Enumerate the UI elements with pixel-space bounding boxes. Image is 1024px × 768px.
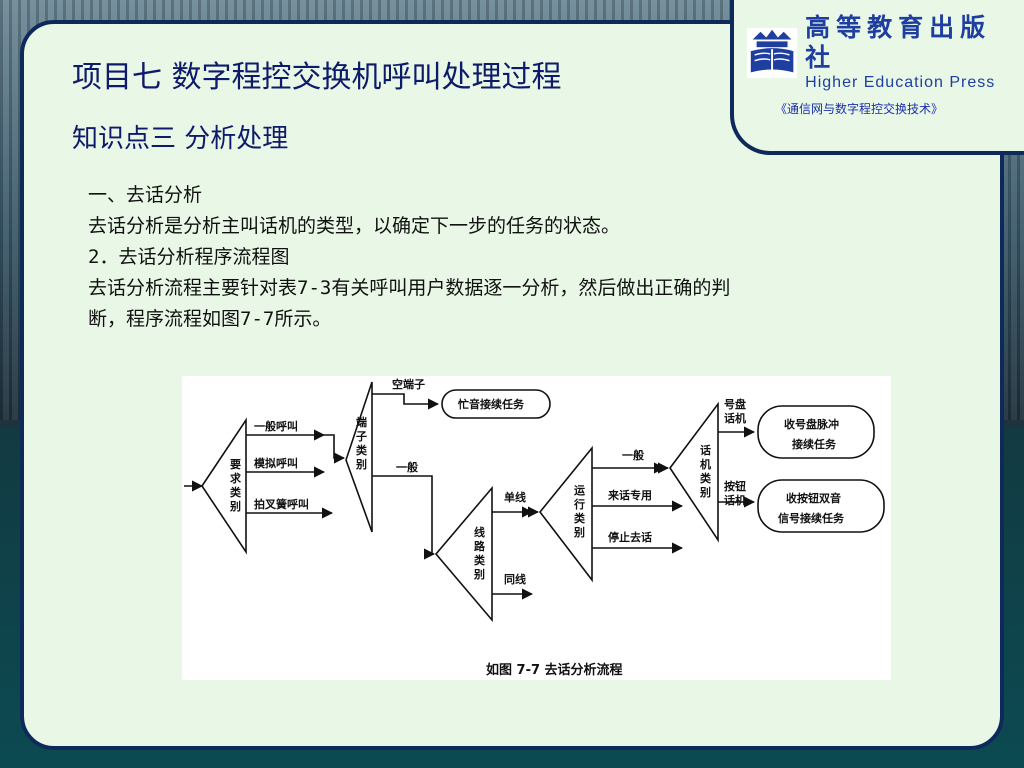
arrow-to-port-type xyxy=(324,434,346,464)
label-simulated-call: 模拟呼叫 xyxy=(254,456,298,470)
book-reference: 《通信网与数字程控交换技术》 xyxy=(775,102,944,116)
label-incoming-call: 来话专用 xyxy=(607,488,652,502)
publisher-name-cn: 高等教育出版社 xyxy=(805,13,992,72)
node-line-type-2: 路 xyxy=(474,539,486,553)
node-phone-type-4: 别 xyxy=(699,485,711,499)
label-stop-outgoing: 停止去话 xyxy=(608,530,652,544)
body-line: 去话分析是分析主叫话机的类型，以确定下一步的任务的状态。 xyxy=(88,215,621,237)
decision-phone-type xyxy=(669,401,719,543)
publisher-emblem-icon xyxy=(746,27,798,79)
publisher-logo: 高等教育出版社 Higher Education Press xyxy=(745,13,1015,91)
figure-caption: 如图 7-7 去话分析流程 xyxy=(486,662,623,678)
task-dial-pulse xyxy=(757,405,875,459)
label-dial-phone-1: 号盘 xyxy=(724,397,746,411)
slide-title: 项目七 数字程控交换机呼叫处理过程 xyxy=(72,60,562,95)
node-line-type-4: 别 xyxy=(473,567,485,581)
label-dial-phone-2: 话机 xyxy=(724,411,746,425)
slide-subtitle: 知识点三 分析处理 xyxy=(72,124,289,154)
node-phone-type-1: 话 xyxy=(700,443,711,457)
label-idle-port: 空端子 xyxy=(392,377,425,391)
node-line-type-3: 类 xyxy=(474,553,486,567)
label-dtmf-task-2: 信号接续任务 xyxy=(778,511,845,525)
publisher-name-en: Higher Education Press xyxy=(805,74,996,91)
node-port-type-2: 子 xyxy=(356,430,367,443)
label-general-b: 一般 xyxy=(622,448,644,462)
label-hook-call: 拍叉簧呼叫 xyxy=(254,497,309,511)
node-request-type-1: 要 xyxy=(230,458,241,471)
decision-request-type xyxy=(201,417,247,555)
body-text: 一、去话分析 去话分析是分析主叫话机的类型，以确定下一步的任务的状态。 2．去话… xyxy=(88,180,968,335)
body-line-heading: 2．去话分析程序流程图 xyxy=(88,246,290,268)
node-run-type-2: 行 xyxy=(573,497,585,511)
body-line: 去话分析流程主要针对表7-3有关呼叫用户数据逐一分析，然后做出正确的判 xyxy=(88,277,731,299)
label-button-phone-2: 话机 xyxy=(724,493,746,507)
flowchart-diagram: 要 求 类 别 端 子 类 别 线 路 类 别 运 行 类 别 话 机 类 别 … xyxy=(184,377,885,678)
label-dtmf-task-1: 收按钮双音 xyxy=(786,491,841,505)
node-request-type-3: 类 xyxy=(230,485,242,499)
label-general-call: 一般呼叫 xyxy=(254,419,298,433)
body-line: 断，程序流程如图7-7所示。 xyxy=(88,308,332,330)
node-port-type-4: 别 xyxy=(355,457,367,471)
label-general-a: 一般 xyxy=(396,460,418,474)
label-busy-task: 忙音接续任务 xyxy=(458,397,525,411)
label-pulse-task-1: 收号盘脉冲 xyxy=(784,417,839,431)
label-single-line: 单线 xyxy=(504,490,526,504)
decision-line-type xyxy=(434,485,493,623)
label-shared-line: 同线 xyxy=(504,572,526,586)
task-dtmf xyxy=(757,479,885,533)
node-line-type-1: 线 xyxy=(474,525,485,539)
node-phone-type-2: 机 xyxy=(700,457,711,471)
node-run-type-4: 别 xyxy=(573,525,585,539)
task-busy-tone xyxy=(441,389,551,419)
decision-run-type xyxy=(538,445,593,583)
arrow-general-a xyxy=(372,475,436,560)
node-request-type-4: 别 xyxy=(229,499,241,513)
arrow-idle-port xyxy=(372,393,440,410)
node-port-type-1: 端 xyxy=(356,415,367,429)
node-request-type-2: 求 xyxy=(230,471,242,485)
flowchart-figure: 要 求 类 别 端 子 类 别 线 路 类 别 运 行 类 别 话 机 类 别 … xyxy=(182,376,891,680)
body-line-heading: 一、去话分析 xyxy=(88,184,203,206)
label-pulse-task-2: 接续任务 xyxy=(792,437,837,451)
decision-port-type xyxy=(345,381,373,533)
node-run-type-1: 运 xyxy=(574,484,585,497)
node-phone-type-3: 类 xyxy=(700,471,712,485)
node-port-type-3: 类 xyxy=(356,443,368,457)
label-button-phone-1: 按钮 xyxy=(724,479,746,493)
node-run-type-3: 类 xyxy=(574,511,586,525)
